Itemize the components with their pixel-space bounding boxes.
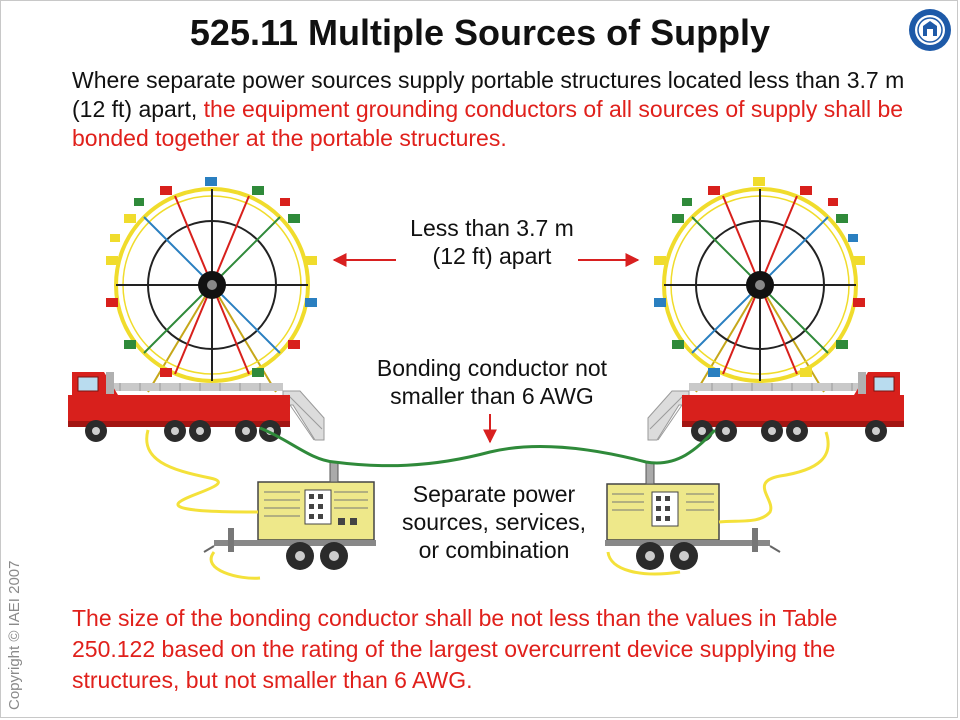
distance-label-line1: Less than 3.7 m (410, 215, 574, 241)
left-tail-cable (209, 551, 261, 580)
copyright-notice: Copyright © IAEI 2007 (6, 560, 23, 710)
distance-label-line2: (12 ft) apart (432, 243, 552, 269)
left-generator-icon (203, 461, 376, 570)
sources-label-line3: or combination (418, 537, 570, 563)
bottom-requirement-text: The size of the bonding conductor shall … (72, 605, 838, 693)
left-ferris-wheel-icon (106, 177, 317, 393)
right-feeder-cable (718, 431, 830, 524)
right-generator-icon (605, 461, 781, 570)
page-title: 525.11 Multiple Sources of Supply (189, 12, 771, 53)
bonding-label-line2: smaller than 6 AWG (390, 383, 594, 409)
intro-text: Where separate power sources supply port… (72, 67, 905, 122)
right-ferris-wheel-icon (654, 177, 865, 393)
distance-label: Less than 3.7 m (12 ft) apart (392, 214, 592, 270)
bonding-conductor (259, 426, 717, 468)
sources-label-line1: Separate power (412, 481, 576, 507)
bonding-label-line1: Bonding conductor not (376, 355, 608, 381)
sources-label-line2: sources, services, (401, 509, 587, 535)
intro-paragraph: Where separate power sources supply port… (72, 66, 922, 153)
iaei-seal-icon (909, 9, 951, 51)
left-truck-icon (68, 372, 325, 442)
sources-label: Separate power sources, services, or com… (384, 480, 604, 564)
bonding-label: Bonding conductor not smaller than 6 AWG (352, 354, 632, 410)
right-truck-icon (647, 372, 904, 442)
right-tail-cable (606, 551, 681, 576)
left-feeder-cable (145, 429, 259, 514)
intro-highlight: the equipment grounding conductors of al… (72, 96, 904, 151)
